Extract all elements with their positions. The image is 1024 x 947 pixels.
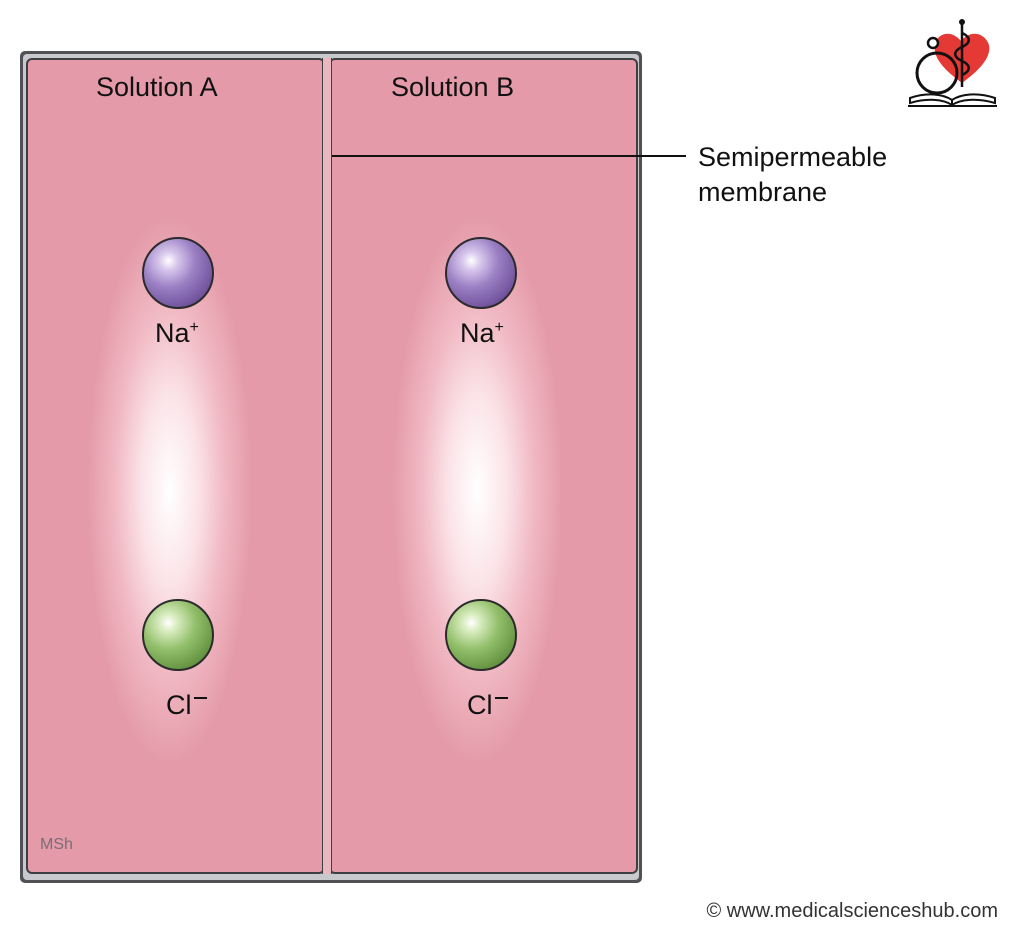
sodium-symbol: Na	[155, 318, 190, 348]
watermark-initials: MSh	[40, 836, 73, 853]
chloride-ion-a	[142, 599, 214, 671]
solution-a-label: Solution A	[96, 72, 218, 102]
sodium-label-a: Na+	[155, 318, 199, 349]
sodium-label-b: Na+	[460, 318, 504, 349]
sodium-ion-a	[142, 237, 214, 309]
solution-a-chamber	[26, 58, 325, 874]
sodium-ion-b	[445, 237, 517, 309]
sodium-charge: +	[189, 319, 199, 336]
heart-stethoscope-book-logo-icon	[908, 19, 997, 107]
callout-line-2: membrane	[698, 177, 828, 207]
solution-b-chamber	[329, 58, 638, 874]
chloride-label-b: Cl	[467, 690, 508, 721]
copyright-notice: © www.medicalscienceshub.com	[706, 900, 998, 922]
membrane-callout-line	[332, 155, 686, 157]
chloride-charge-dash	[494, 697, 508, 699]
callout-line-1: Semipermeable	[698, 142, 888, 172]
chloride-symbol: Cl	[166, 690, 192, 720]
membrane-callout-label: Semipermeable membrane	[698, 140, 887, 210]
chloride-symbol: Cl	[467, 690, 493, 720]
semipermeable-membrane	[322, 58, 332, 874]
sodium-symbol: Na	[460, 318, 495, 348]
chloride-label-a: Cl	[166, 690, 207, 721]
chloride-charge-dash	[193, 697, 207, 699]
solution-b-label: Solution B	[391, 72, 515, 102]
sodium-charge: +	[494, 319, 504, 336]
chloride-ion-b	[445, 599, 517, 671]
